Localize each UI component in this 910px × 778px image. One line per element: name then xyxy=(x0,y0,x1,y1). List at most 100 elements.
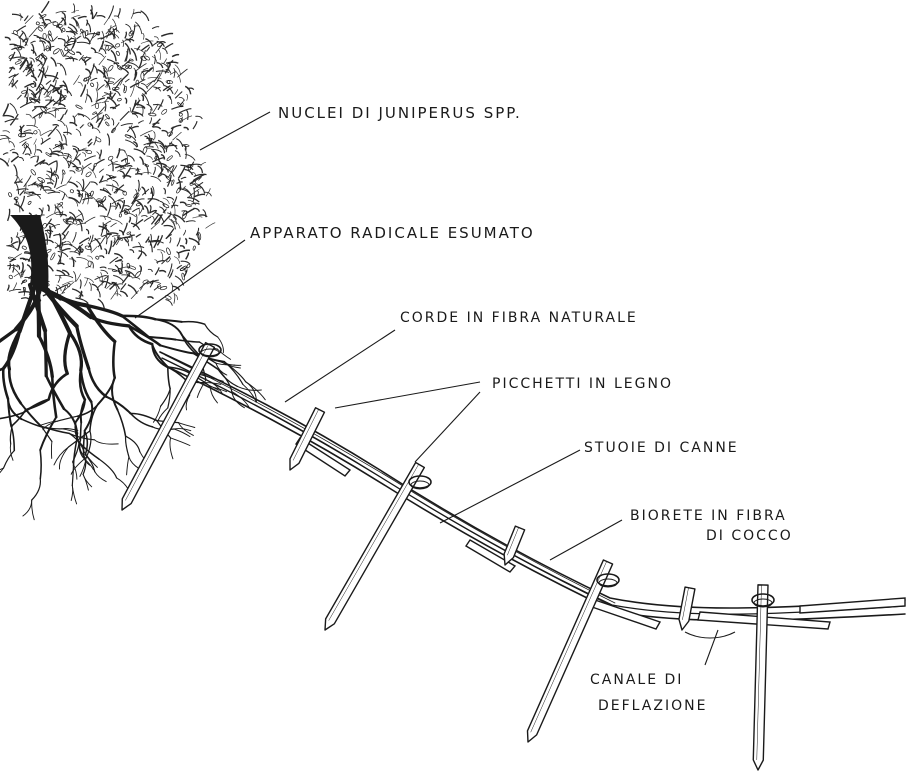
root-branch xyxy=(89,369,107,397)
foliage-sprig xyxy=(76,159,80,165)
foliage-sprig xyxy=(150,118,152,125)
foliage-sprig xyxy=(85,267,91,269)
foliage-sprig xyxy=(84,278,94,283)
foliage-sprig xyxy=(183,230,185,235)
foliage-needle-cluster xyxy=(8,257,14,260)
foliage-sprig xyxy=(153,167,155,175)
foliage-sprig xyxy=(26,125,37,128)
foliage-needle-cluster xyxy=(14,197,18,200)
foliage-sprig xyxy=(92,166,94,172)
foliage-sprig xyxy=(164,225,174,227)
leader-channel xyxy=(705,630,718,665)
foliage-sprig xyxy=(41,1,49,13)
foliage-sprig xyxy=(76,257,88,261)
foliage-sprig xyxy=(205,192,212,196)
foliage-sprig xyxy=(40,130,52,136)
foliage-sprig xyxy=(59,104,66,107)
foliage-sprig xyxy=(87,77,89,84)
foliage-needle-cluster xyxy=(166,155,173,161)
foliage-sprig xyxy=(185,239,186,245)
foliage-sprig xyxy=(45,20,51,22)
foliage-sprig xyxy=(114,238,115,244)
foliage-sprig xyxy=(38,129,41,135)
foliage-sprig xyxy=(59,275,73,277)
foliage-sprig xyxy=(30,41,35,43)
foliage-sprig xyxy=(15,48,21,58)
wooden-stake xyxy=(527,560,612,742)
foliage-sprig xyxy=(159,271,166,273)
foliage-sprig xyxy=(141,172,152,173)
foliage-sprig xyxy=(10,149,15,151)
foliage-sprig xyxy=(76,274,80,282)
foliage-sprig xyxy=(103,68,104,78)
root-branch xyxy=(126,436,129,457)
foliage-sprig xyxy=(175,89,178,94)
foliage-sprig xyxy=(34,144,35,155)
foliage-sprig xyxy=(58,120,65,126)
foliage-sprig xyxy=(131,126,139,128)
label-channel-line2: DEFLAZIONE xyxy=(598,698,707,714)
foliage-sprig xyxy=(132,114,137,118)
label-stakes: PICCHETTI IN LEGNO xyxy=(492,376,673,392)
foliage-sprig xyxy=(153,131,155,139)
root-branch xyxy=(40,450,41,479)
foliage-needle-cluster xyxy=(85,171,92,178)
foliage-sprig xyxy=(99,256,104,258)
foliage-sprig xyxy=(78,17,87,19)
foliage-sprig xyxy=(97,282,104,288)
foliage-sprig xyxy=(111,223,117,227)
root-branch xyxy=(71,485,73,500)
foliage-needle-cluster xyxy=(70,189,74,193)
foliage-sprig xyxy=(111,289,118,299)
foliage-needle-cluster xyxy=(107,65,114,72)
root-branch xyxy=(182,322,205,325)
leader-roots xyxy=(135,240,245,318)
foliage-sprig xyxy=(109,6,114,19)
foliage-sprig xyxy=(105,102,106,112)
foliage-sprig xyxy=(85,69,90,75)
foliage-sprig xyxy=(113,275,124,282)
foliage-sprig xyxy=(10,103,17,114)
foliage-sprig xyxy=(144,206,148,214)
foliage-sprig xyxy=(81,84,86,96)
foliage-needle-cluster xyxy=(123,86,127,93)
reed-mat-lower xyxy=(166,366,905,621)
foliage-sprig xyxy=(56,11,66,13)
foliage-sprig xyxy=(111,219,122,224)
foliage-sprig xyxy=(20,196,24,208)
foliage-sprig xyxy=(79,238,89,244)
foliage-sprig xyxy=(153,127,161,129)
foliage-needle-cluster xyxy=(193,246,196,251)
foliage-sprig xyxy=(154,37,158,40)
foliage-needle-cluster xyxy=(142,146,148,154)
foliage-sprig xyxy=(7,285,9,291)
foliage-sprig xyxy=(153,80,159,87)
foliage-sprig xyxy=(88,143,92,146)
foliage-sprig xyxy=(117,148,120,158)
foliage-sprig xyxy=(6,246,18,251)
foliage-sprig xyxy=(17,26,27,32)
foliage-needle-cluster xyxy=(186,204,192,207)
foliage-needle-cluster xyxy=(37,177,45,184)
foliage-needle-cluster xyxy=(8,192,12,197)
foliage-sprig xyxy=(32,193,41,199)
root-branch xyxy=(0,468,4,480)
foliage-sprig xyxy=(83,179,84,191)
foliage-sprig xyxy=(0,138,11,139)
foliage-sprig xyxy=(65,45,71,47)
foliage-needle-cluster xyxy=(144,55,151,61)
foliage-sprig xyxy=(108,203,111,216)
foliage-sprig xyxy=(73,271,75,282)
foliage-sprig xyxy=(193,121,197,129)
foliage-sprig xyxy=(9,141,14,147)
foliage-sprig xyxy=(73,232,77,243)
foliage-needle-cluster xyxy=(148,113,156,117)
foliage-needle-cluster xyxy=(88,261,91,267)
foliage-sprig xyxy=(161,33,173,36)
foliage-sprig xyxy=(22,31,27,40)
foliage-sprig xyxy=(111,50,116,61)
leader-net xyxy=(550,520,622,560)
foliage-sprig xyxy=(143,33,144,39)
foliage-sprig xyxy=(100,216,112,219)
foliage-sprig xyxy=(133,12,141,14)
